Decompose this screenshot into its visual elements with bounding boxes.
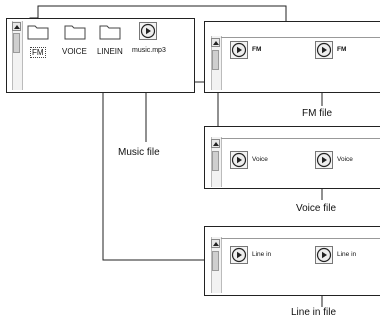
scroll-thumb[interactable]: [212, 251, 219, 271]
folder-icon[interactable]: [64, 23, 86, 40]
media-file-icon[interactable]: [230, 41, 248, 59]
panel-divider: [221, 238, 380, 239]
file-label: FM: [337, 46, 347, 53]
explorer-scrollbar[interactable]: [12, 21, 23, 90]
scroll-up-button[interactable]: [211, 139, 220, 148]
scroll-up-button[interactable]: [211, 38, 220, 47]
folder-label-fm: FM: [30, 47, 46, 58]
music-file-icon[interactable]: [139, 22, 157, 40]
explorer-window: FM VOICE LINEIN music.mp3: [6, 18, 195, 93]
fm-file-caption: FM file: [302, 108, 332, 119]
linein-file-caption: Line in file: [291, 307, 337, 318]
voice-panel: Voice Voice: [204, 126, 380, 189]
panel-divider: [221, 138, 380, 139]
file-label: Voice: [337, 156, 353, 163]
linein-panel: Line in Line in: [204, 226, 380, 296]
media-file-icon[interactable]: [315, 41, 333, 59]
media-file-icon[interactable]: [315, 246, 333, 264]
scroll-up-button[interactable]: [211, 239, 220, 248]
scroll-thumb[interactable]: [212, 50, 219, 70]
music-file-label: music.mp3: [132, 47, 166, 54]
scroll-thumb[interactable]: [13, 33, 20, 53]
folder-icon[interactable]: [99, 23, 121, 40]
file-label: Line in: [252, 251, 272, 258]
scroll-up-button[interactable]: [12, 22, 21, 31]
folder-label-linein: LINEIN: [97, 47, 123, 56]
media-file-icon[interactable]: [315, 151, 333, 169]
linein-connector: [102, 62, 228, 261]
folder-label-voice: VOICE: [62, 47, 87, 56]
media-file-icon[interactable]: [230, 246, 248, 264]
folder-icon[interactable]: [27, 23, 49, 40]
media-file-icon[interactable]: [230, 151, 248, 169]
panel-divider: [221, 37, 380, 38]
fm-panel: FM FM: [204, 21, 380, 93]
file-label: Voice: [252, 156, 268, 163]
file-label: FM: [252, 46, 262, 53]
scroll-thumb[interactable]: [212, 151, 219, 171]
file-label: Line in: [337, 251, 357, 258]
music-file-caption: Music file: [118, 147, 160, 158]
voice-file-caption: Voice file: [296, 203, 337, 214]
